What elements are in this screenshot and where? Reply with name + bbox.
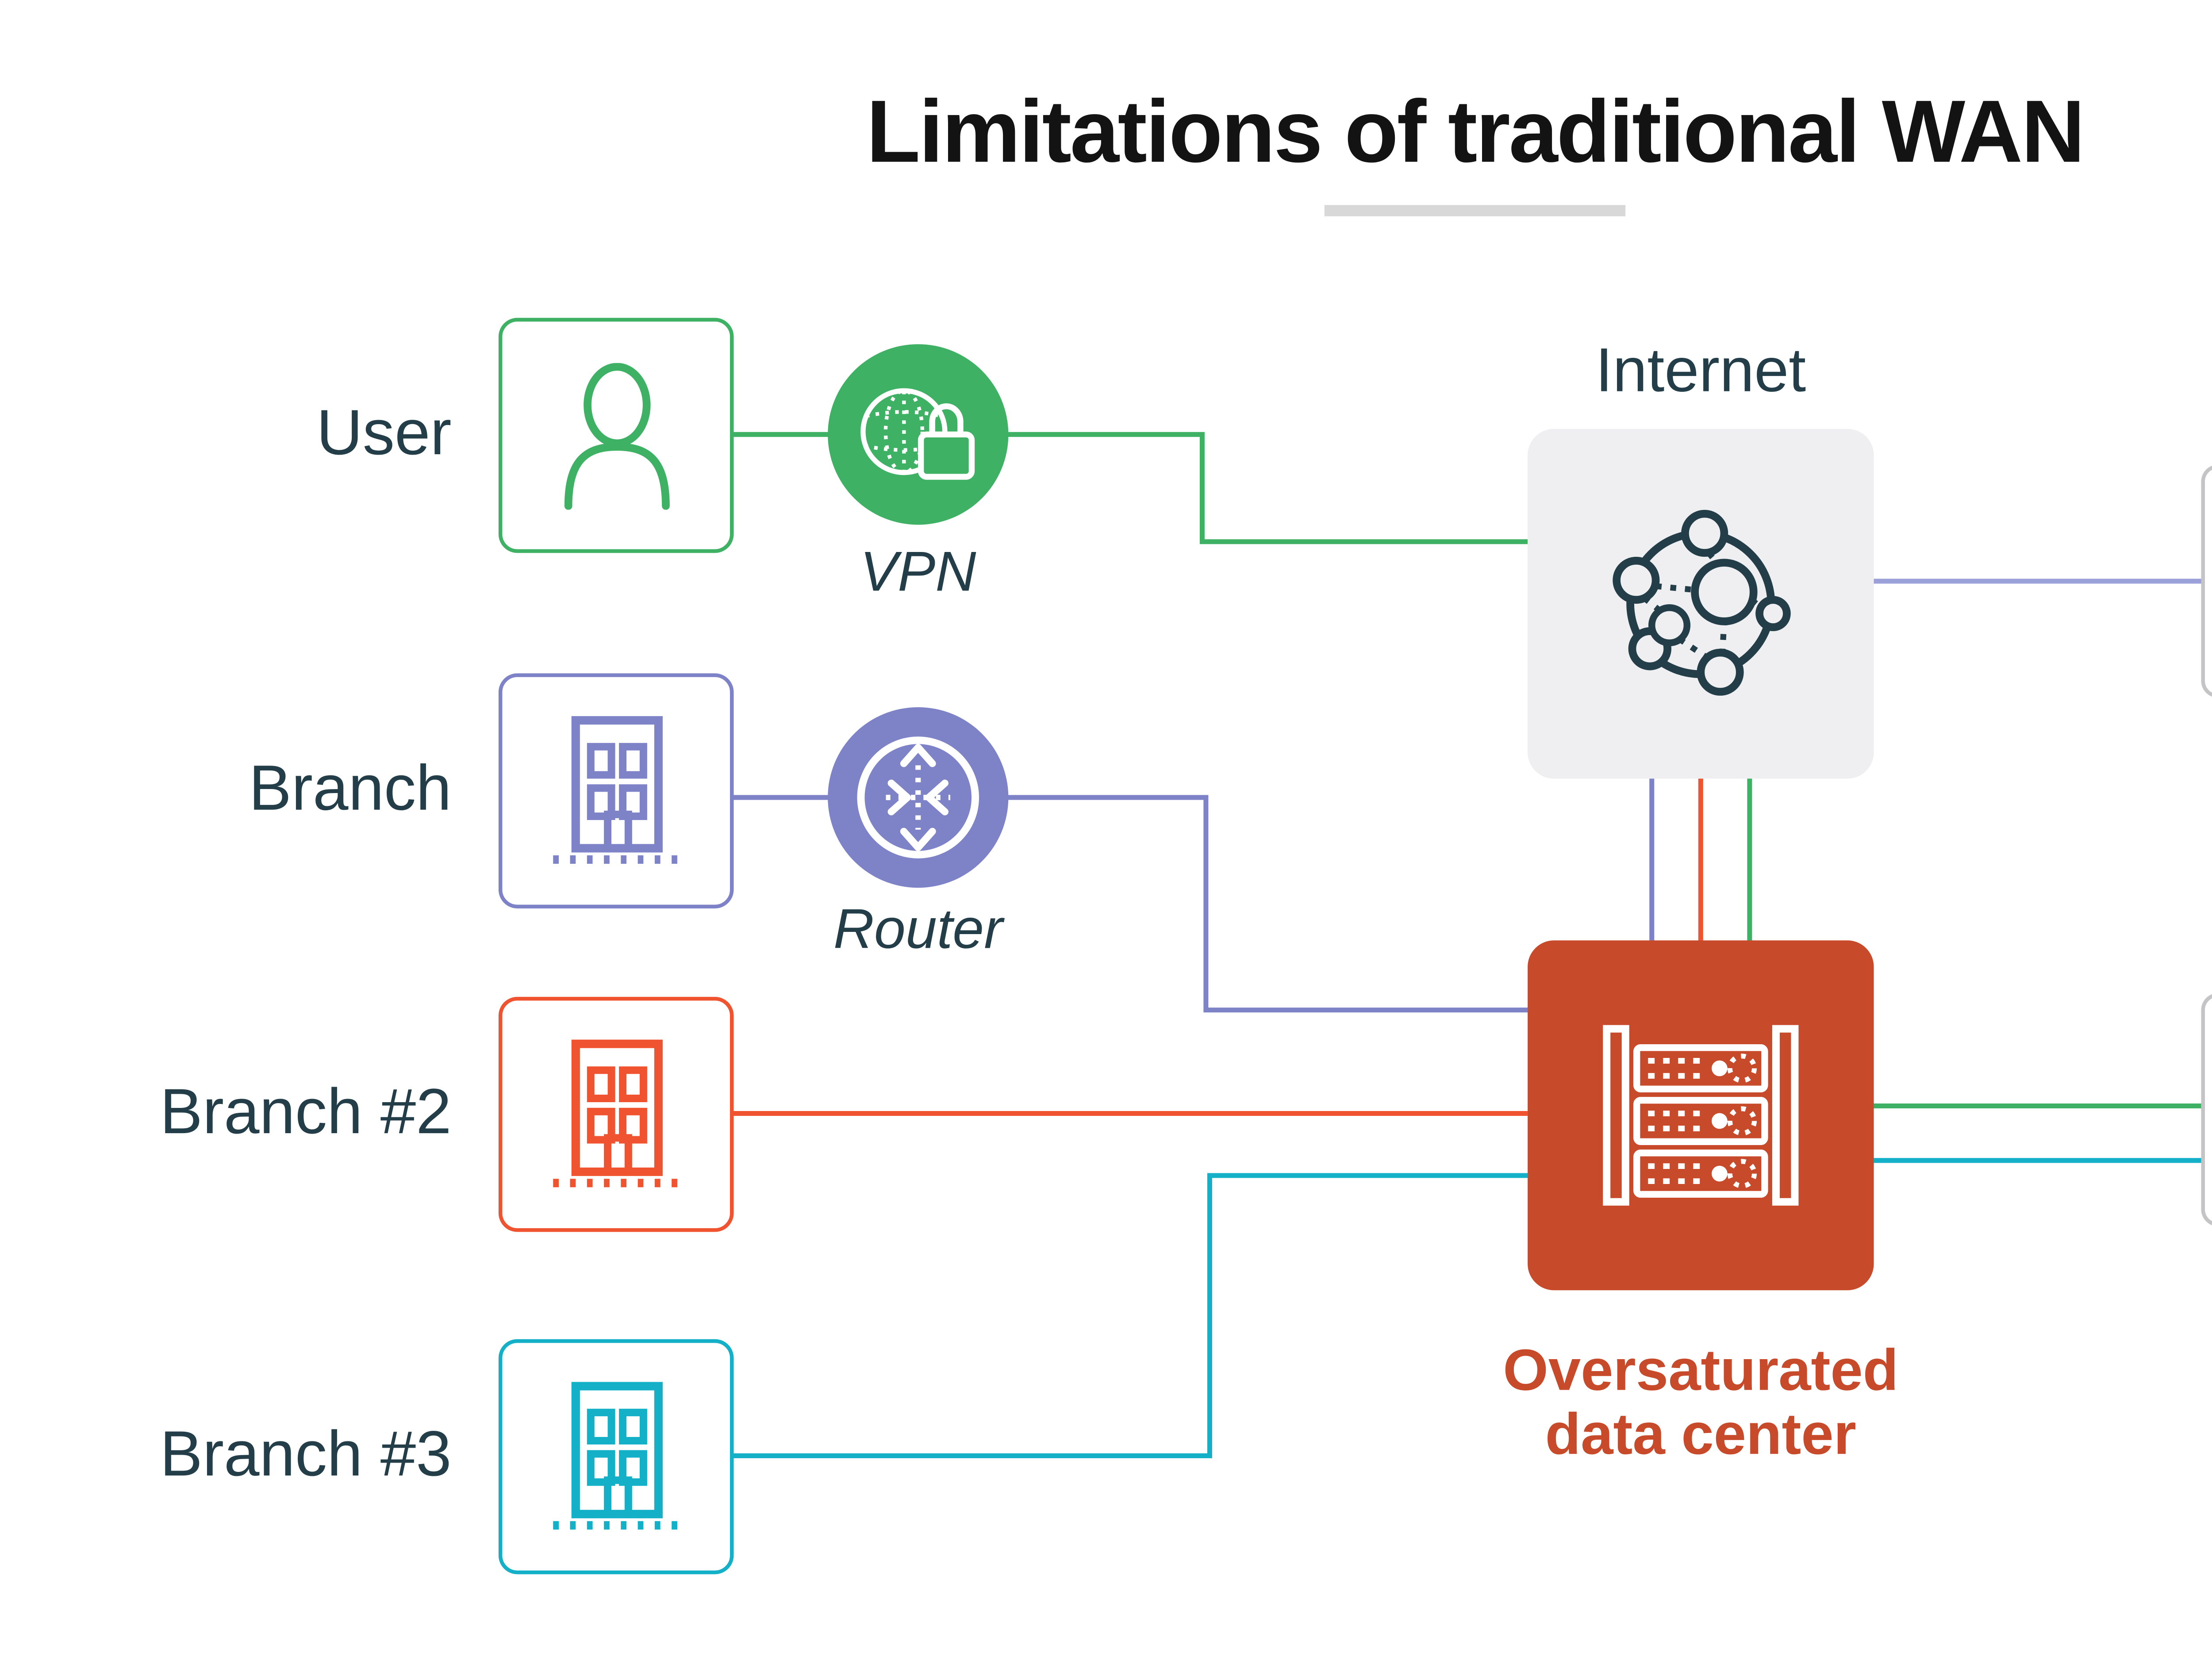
datacenter-label-line1: Oversaturated bbox=[1503, 1337, 1899, 1403]
router-arrows-icon bbox=[847, 726, 990, 869]
internet-box bbox=[1528, 429, 1874, 779]
branch3-label: Branch #3 bbox=[160, 1419, 452, 1491]
user-label: User bbox=[316, 398, 452, 470]
datacenter-label-line2: data center bbox=[1545, 1401, 1857, 1467]
internet-label: Internet bbox=[1595, 334, 1806, 405]
vpn-label: VPN bbox=[860, 541, 976, 604]
globe-lock-icon bbox=[850, 367, 986, 502]
building-icon bbox=[545, 1035, 687, 1193]
vpn-badge bbox=[828, 344, 1009, 525]
local-apps-box bbox=[2201, 993, 2212, 1226]
person-icon bbox=[546, 362, 686, 509]
cloud-apps-box bbox=[2201, 464, 2212, 698]
branch-box bbox=[498, 673, 734, 908]
building-icon bbox=[545, 712, 687, 870]
branch-label: Branch bbox=[249, 753, 452, 825]
page-title: Limitations of traditional WAN bbox=[866, 80, 2085, 181]
building-icon bbox=[545, 1378, 687, 1536]
link-branch3-datacenter bbox=[733, 1173, 1528, 1459]
branch3-box bbox=[498, 1339, 734, 1575]
user-box bbox=[498, 318, 734, 553]
router-label: Router bbox=[833, 899, 1003, 962]
datacenter-box bbox=[1528, 940, 1874, 1291]
branch2-box bbox=[498, 996, 734, 1232]
branch2-label: Branch #2 bbox=[160, 1077, 452, 1149]
server-rack-icon bbox=[1595, 1021, 1806, 1209]
datacenter-label: Oversaturated data center bbox=[1503, 1337, 1899, 1467]
network-nodes-icon bbox=[1603, 506, 1798, 701]
router-badge bbox=[828, 707, 1009, 888]
title-underline bbox=[1324, 205, 1626, 217]
